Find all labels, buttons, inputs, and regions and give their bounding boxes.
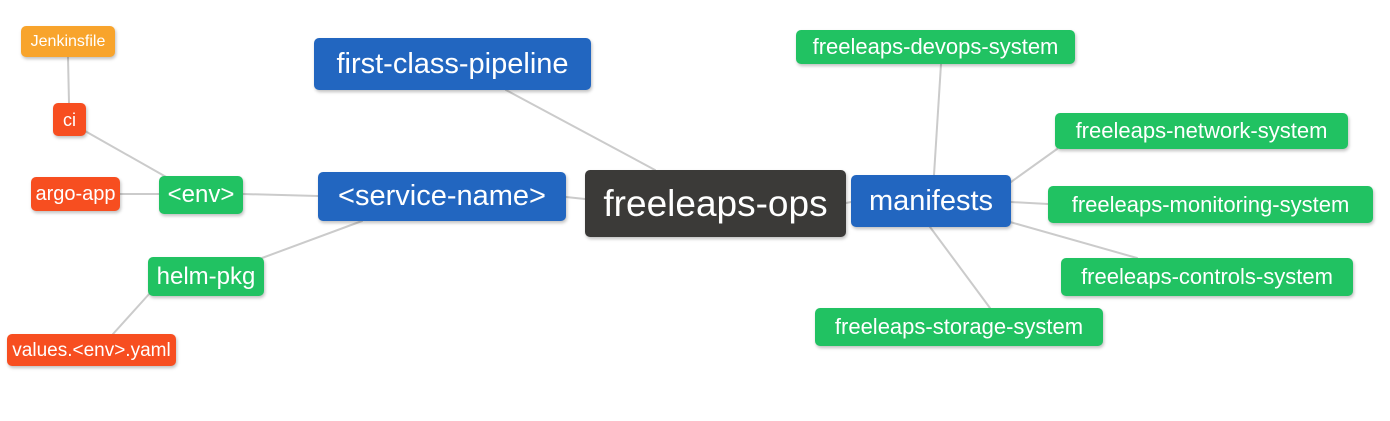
- node-env[interactable]: <env>: [159, 176, 243, 214]
- edge-manifests-to-freeleaps-storage-system: [929, 226, 991, 309]
- node-freeleaps-ops[interactable]: freeleaps-ops: [585, 170, 846, 237]
- node-argo-app[interactable]: argo-app: [31, 177, 120, 211]
- edge-service-name-to-helm-pkg: [261, 220, 363, 259]
- node-values-env-yaml[interactable]: values.<env>.yaml: [7, 334, 176, 366]
- node-freeleaps-storage-system[interactable]: freeleaps-storage-system: [815, 308, 1103, 346]
- node-first-class-pipeline[interactable]: first-class-pipeline: [314, 38, 591, 90]
- node-freeleaps-monitoring-system[interactable]: freeleaps-monitoring-system: [1048, 186, 1373, 223]
- edge-first-class-pipeline-to-freeleaps-ops: [505, 89, 656, 171]
- node-service-name[interactable]: <service-name>: [318, 172, 566, 221]
- node-freeleaps-controls-system[interactable]: freeleaps-controls-system: [1061, 258, 1353, 296]
- edge-helm-pkg-to-values-env-yaml: [112, 292, 151, 335]
- edge-manifests-to-freeleaps-monitoring-system: [1010, 201, 1049, 205]
- edge-manifests-to-freeleaps-devops-system: [933, 63, 942, 176]
- edge-manifests-to-freeleaps-controls-system: [1009, 221, 1138, 259]
- edge-service-name-to-freeleaps-ops: [565, 196, 586, 200]
- edge-manifests-to-freeleaps-network-system: [1010, 148, 1058, 183]
- edge-ci-to-env: [84, 130, 169, 179]
- node-ci[interactable]: ci: [53, 103, 86, 136]
- edge-env-to-service-name: [242, 193, 319, 197]
- node-freeleaps-devops-system[interactable]: freeleaps-devops-system: [796, 30, 1075, 64]
- node-jenkinsfile[interactable]: Jenkinsfile: [21, 26, 115, 57]
- edge-jenkinsfile-to-ci: [67, 56, 70, 104]
- node-helm-pkg[interactable]: helm-pkg: [148, 257, 264, 296]
- node-freeleaps-network-system[interactable]: freeleaps-network-system: [1055, 113, 1348, 149]
- node-manifests[interactable]: manifests: [851, 175, 1011, 227]
